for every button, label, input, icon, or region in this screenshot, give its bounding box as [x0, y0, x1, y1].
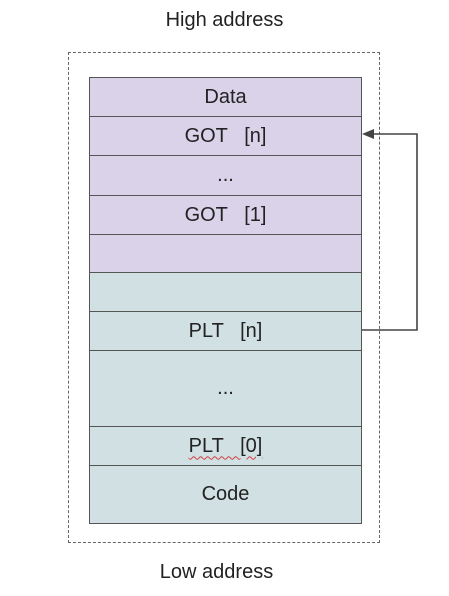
got-n-cell: GOT [n] — [90, 117, 361, 156]
data-cell-label: Data — [204, 85, 247, 108]
got-1-cell: GOT [1] — [90, 196, 361, 235]
plt-ellipsis-cell: ... — [90, 351, 361, 427]
low-address-label: Low address — [159, 561, 274, 583]
memory-stack: Data GOT [n] ... GOT [1] PLT [n] ... PLT… — [89, 77, 362, 524]
plt-0-cell-label: PLT [0] — [188, 434, 263, 457]
plt-n-cell-label: PLT [n] — [188, 319, 263, 342]
got-empty-cell — [90, 235, 361, 273]
got-ellipsis-label: ... — [217, 164, 234, 186]
got-1-cell-label: GOT [1] — [184, 203, 267, 226]
plt-0-cell: PLT [0] — [90, 427, 361, 466]
plt-empty-cell — [90, 273, 361, 312]
plt-n-cell: PLT [n] — [90, 312, 361, 351]
plt-ellipsis-label: ... — [217, 377, 234, 399]
high-address-label: High address — [165, 9, 284, 31]
got-n-cell-label: GOT [n] — [184, 124, 267, 147]
code-cell: Code — [90, 466, 361, 523]
got-ellipsis-cell: ... — [90, 156, 361, 196]
data-cell: Data — [90, 78, 361, 117]
code-cell-label: Code — [201, 483, 250, 505]
